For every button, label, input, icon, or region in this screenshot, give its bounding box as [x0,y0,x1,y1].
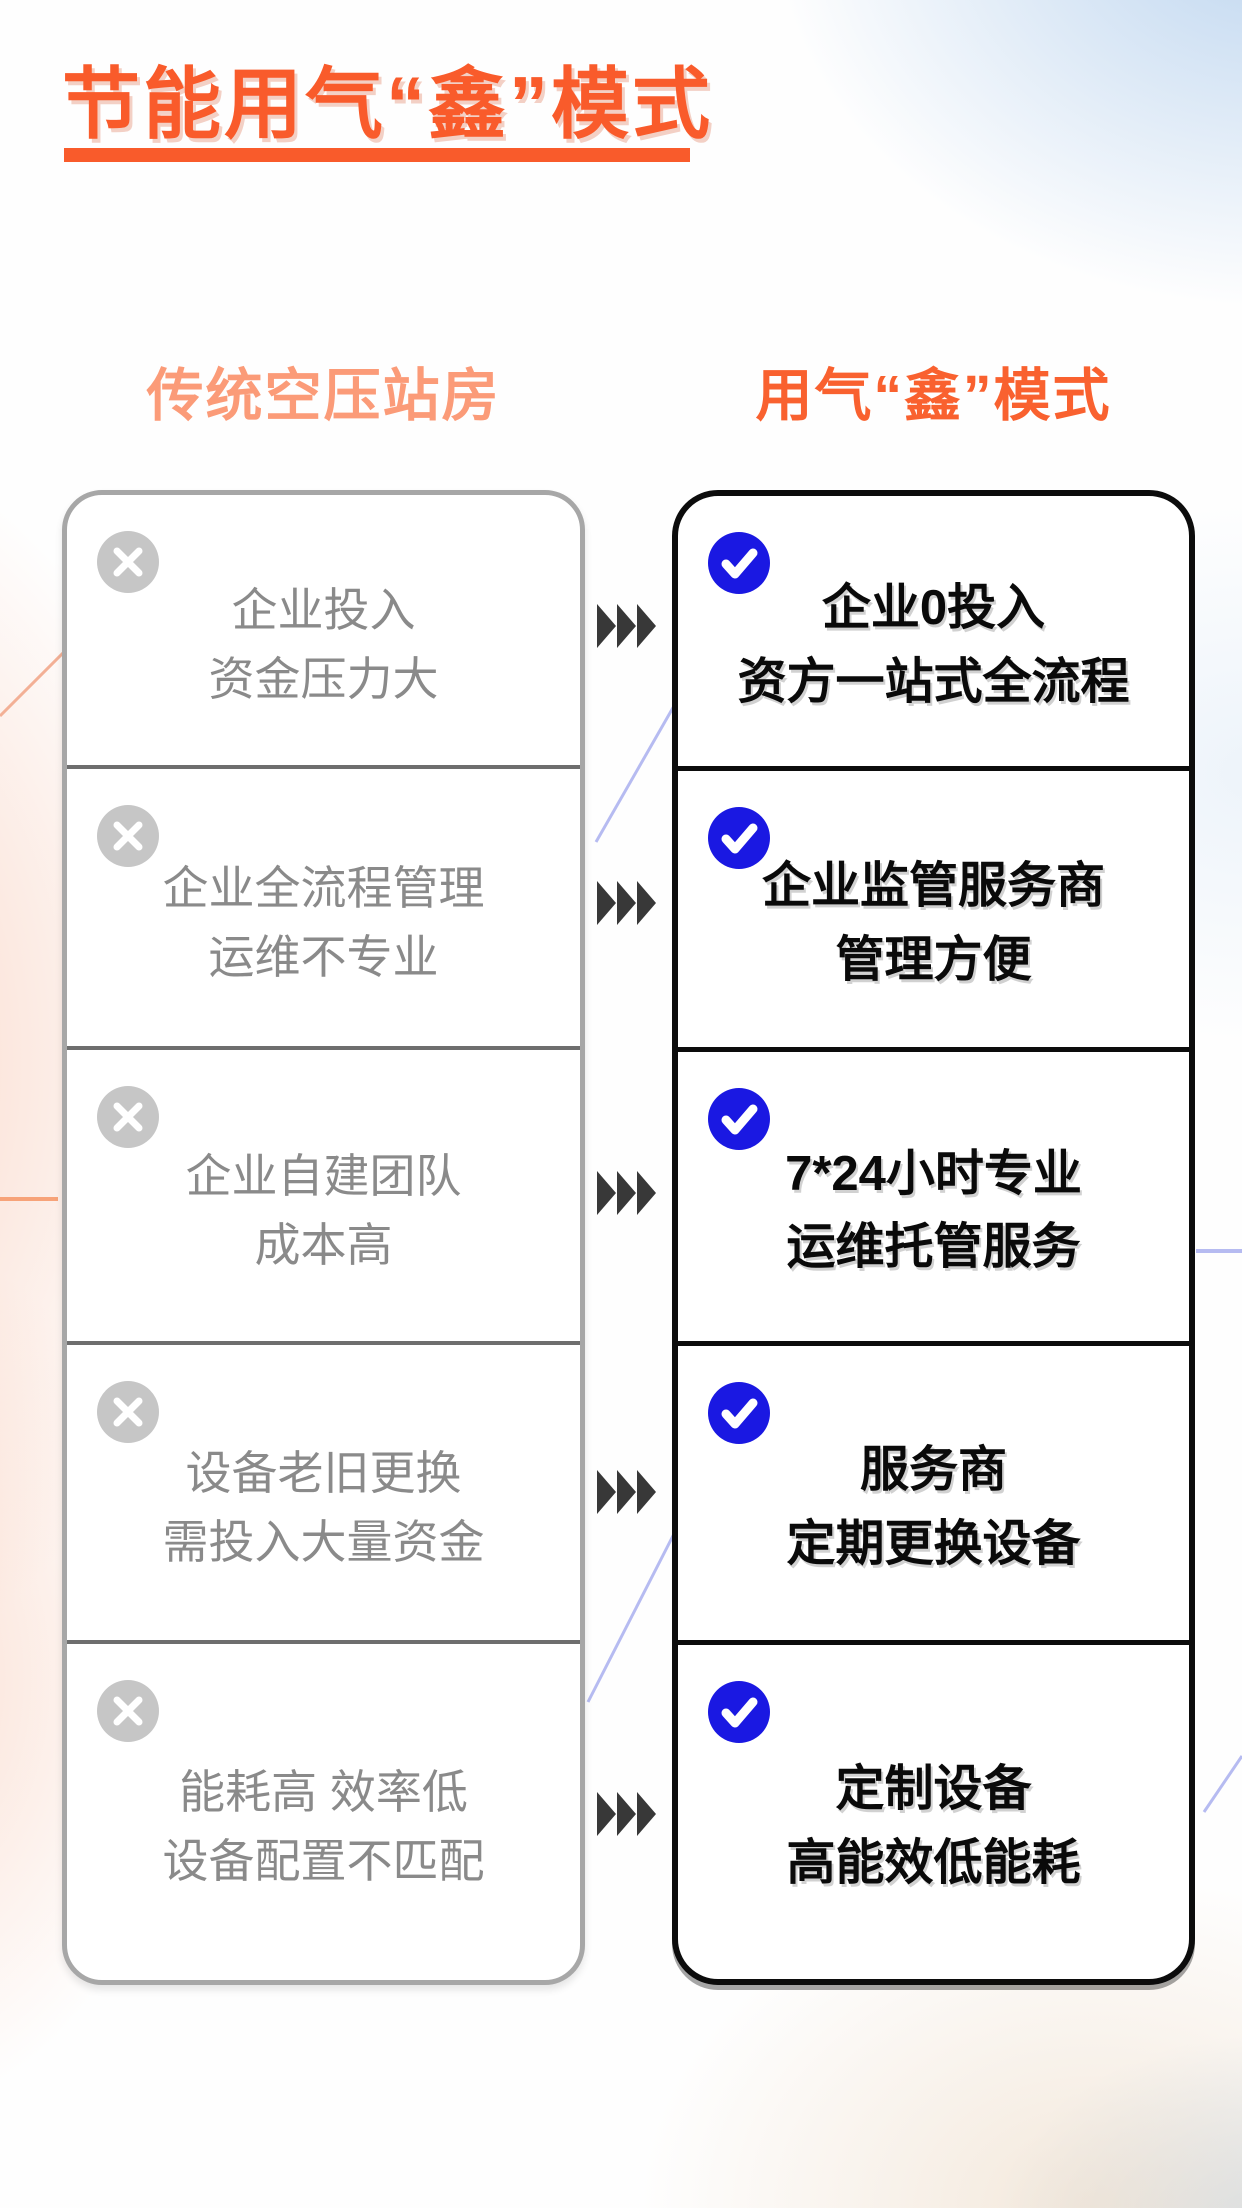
problem-text-line2: 需投入大量资金 [162,1515,485,1568]
triple-arrow-icon [596,603,658,649]
problem-cell-4: 设备老旧更换 需投入大量资金 [67,1341,580,1640]
solution-text-line2: 资方一站式全流程 [737,654,1130,709]
problem-text-line2: 成本高 [254,1218,393,1271]
solution-text-line2: 运维托管服务 [786,1220,1081,1275]
problem-cell-1: 企业投入 资金压力大 [67,495,580,765]
check-icon [708,1382,770,1445]
triple-arrow-icon [596,1170,658,1216]
solution-text-line1: 定制设备 [835,1762,1032,1817]
solution-cell-2: 企业监管服务商 管理方便 [678,765,1189,1047]
cross-icon [97,1381,159,1444]
solution-text-line1: 7*24小时专业 [785,1146,1082,1201]
triple-arrow-icon [596,1791,658,1837]
left-column-header: 传统空压站房 [146,364,501,428]
right-column-header: 用气“鑫”模式 [755,364,1112,428]
problem-text-line1: 企业投入 [231,584,416,637]
cross-icon [97,805,159,868]
triple-arrow-icon [596,1469,658,1515]
check-icon [708,1680,770,1743]
problem-cell-5: 能耗高 效率低 设备配置不匹配 [67,1640,580,1980]
problem-text-line1: 企业全流程管理 [162,861,485,914]
problem-text-line1: 企业自建团队 [185,1149,462,1202]
check-icon [708,1087,770,1150]
problem-text-line2: 设备配置不匹配 [162,1835,485,1888]
problem-text-line1: 能耗高 效率低 [179,1766,468,1819]
solution-text-line1: 企业监管服务商 [761,859,1105,914]
page-title: 节能用气“鑫”模式 [62,60,714,148]
solution-text-line2: 定期更换设备 [786,1516,1081,1571]
problem-text-line2: 资金压力大 [208,653,439,706]
xin-mode-box: 企业0投入 资方一站式全流程 企业监管服务商 管理方便 7*24小时专业 运维托… [672,490,1195,1985]
problem-cell-3: 企业自建团队 成本高 [67,1046,580,1341]
check-icon [708,532,770,594]
solution-cell-4: 服务商 定期更换设备 [678,1341,1189,1640]
cross-icon [97,531,159,593]
problem-text-line1: 设备老旧更换 [185,1446,462,1499]
problem-text-line2: 运维不专业 [208,930,439,983]
traditional-box: 企业投入 资金压力大 企业全流程管理 运维不专业 企业自建团队 成本高 [62,490,585,1985]
triple-arrow-icon [596,880,658,926]
solution-text-line1: 服务商 [859,1443,1007,1498]
solution-text-line2: 高能效低能耗 [786,1835,1081,1890]
cross-icon [97,1086,159,1149]
solution-cell-3: 7*24小时专业 运维托管服务 [678,1046,1189,1342]
cross-icon [97,1680,159,1743]
solution-text-line1: 企业0投入 [821,581,1046,636]
solution-text-line2: 管理方便 [835,932,1032,987]
problem-cell-2: 企业全流程管理 运维不专业 [67,765,580,1046]
check-icon [708,806,770,869]
title-underline [64,148,690,162]
solution-cell-1: 企业0投入 资方一站式全流程 [678,496,1189,766]
solution-cell-5: 定制设备 高能效低能耗 [678,1639,1189,1979]
